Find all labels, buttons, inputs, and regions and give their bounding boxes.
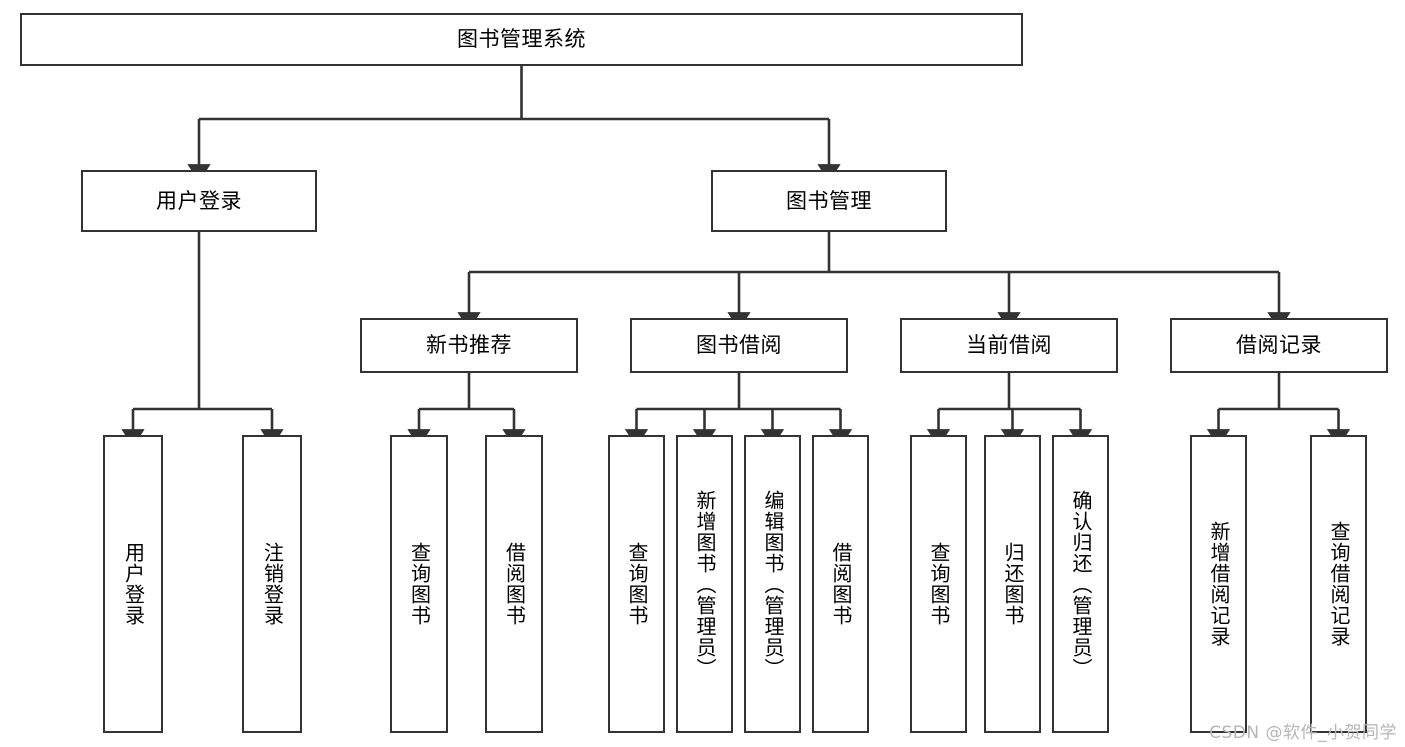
leaf-add-book-admin-label: 新增图书（管理员） (693, 489, 717, 679)
leaf-logout-login[interactable]: 注销登录 (242, 435, 302, 733)
leaf-user-login-label: 用户登录 (121, 542, 146, 626)
leaf-logout-login-label: 注销登录 (260, 542, 285, 626)
node-borrow-record-label: 借阅记录 (1236, 333, 1322, 358)
leaf-add-borrow-record-label: 新增借阅记录 (1207, 521, 1231, 647)
node-book-borrow-label: 图书借阅 (696, 333, 782, 358)
leaf-query-book-recommend[interactable]: 查询图书 (390, 435, 448, 733)
node-borrow-record[interactable]: 借阅记录 (1170, 318, 1388, 373)
node-new-book-rec-label: 新书推荐 (426, 333, 512, 358)
leaf-borrow-book-label: 借阅图书 (829, 542, 853, 626)
node-current-borrow-label: 当前借阅 (966, 333, 1052, 358)
node-root-label: 图书管理系统 (457, 27, 586, 52)
leaf-query-borrow-record[interactable]: 查询借阅记录 (1310, 435, 1367, 733)
leaf-user-login[interactable]: 用户登录 (103, 435, 163, 733)
node-book-manage-label: 图书管理 (786, 188, 872, 213)
leaf-query-book-current[interactable]: 查询图书 (910, 435, 967, 733)
node-current-borrow[interactable]: 当前借阅 (900, 318, 1118, 373)
leaf-borrow-book[interactable]: 借阅图书 (812, 435, 869, 733)
leaf-confirm-return-admin-label: 确认归还（管理员） (1069, 489, 1093, 679)
node-book-borrow[interactable]: 图书借阅 (630, 318, 848, 373)
leaf-return-book[interactable]: 归还图书 (984, 435, 1041, 733)
leaf-query-book-borrow[interactable]: 查询图书 (608, 435, 665, 733)
leaf-edit-book-admin-label: 编辑图书（管理员） (761, 489, 785, 679)
leaf-query-book-current-label: 查询图书 (927, 542, 951, 626)
node-new-book-rec[interactable]: 新书推荐 (360, 318, 578, 373)
node-book-manage[interactable]: 图书管理 (711, 170, 947, 232)
leaf-return-book-label: 归还图书 (1001, 542, 1025, 626)
node-user-login-label: 用户登录 (156, 188, 242, 213)
leaf-confirm-return-admin[interactable]: 确认归还（管理员） (1052, 435, 1109, 733)
node-root-system[interactable]: 图书管理系统 (20, 13, 1023, 66)
leaf-borrow-book-recommend-label: 借阅图书 (502, 542, 527, 626)
leaf-borrow-book-recommend[interactable]: 借阅图书 (485, 435, 543, 733)
leaf-query-book-borrow-label: 查询图书 (625, 542, 649, 626)
leaf-query-borrow-record-label: 查询借阅记录 (1327, 521, 1351, 647)
leaf-add-borrow-record[interactable]: 新增借阅记录 (1190, 435, 1247, 733)
leaf-edit-book-admin[interactable]: 编辑图书（管理员） (744, 435, 801, 733)
node-user-login[interactable]: 用户登录 (81, 170, 317, 232)
leaf-add-book-admin[interactable]: 新增图书（管理员） (676, 435, 733, 733)
leaf-query-book-recommend-label: 查询图书 (407, 542, 432, 626)
